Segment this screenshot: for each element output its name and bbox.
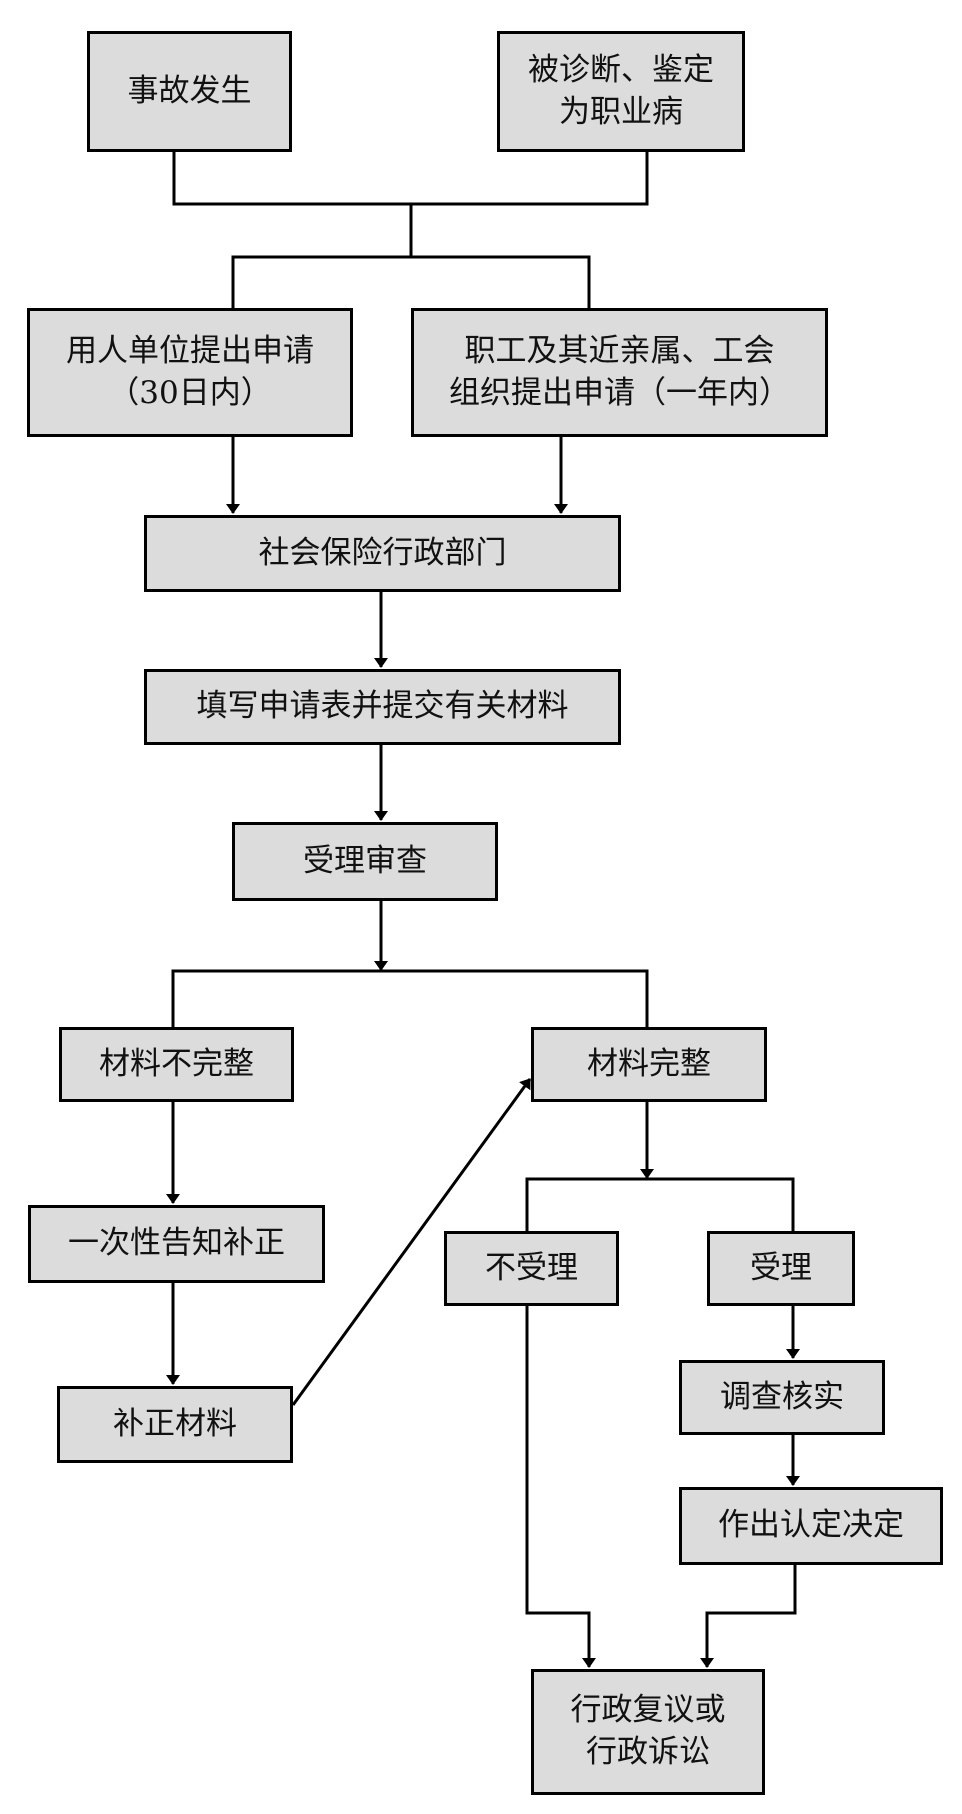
node-label: 受理审查 (303, 842, 427, 879)
node-incomplete: 材料不完整 (59, 1027, 294, 1102)
node-label: 不受理 (485, 1249, 578, 1286)
node-diagnosed: 被诊断、鉴定 为职业病 (497, 31, 745, 152)
node-label: 组织提出申请（一年内） (449, 374, 790, 411)
node-review: 受理审查 (232, 822, 498, 901)
node-worker-apply: 职工及其近亲属、工会 组织提出申请（一年内） (411, 308, 828, 437)
node-label: 社会保险行政部门 (258, 534, 507, 571)
node-label: 一次性告知补正 (68, 1225, 285, 1262)
arrow (291, 1078, 532, 1406)
node-label: 为职业病 (559, 93, 683, 130)
node-reject: 不受理 (444, 1231, 619, 1306)
node-label: 用人单位提出申请 (66, 332, 314, 369)
node-supplement: 补正材料 (57, 1386, 293, 1463)
split-line-h (231, 255, 591, 308)
node-label: 填写申请表并提交有关材料 (196, 688, 569, 725)
node-employer-apply: 用人单位提出申请 （30日内） (27, 308, 353, 437)
node-investigate: 调查核实 (679, 1360, 885, 1435)
node-appeal: 行政复议或 行政诉讼 (531, 1669, 765, 1795)
node-accept: 受理 (707, 1231, 855, 1306)
node-label: 作出认定决定 (718, 1507, 904, 1544)
node-complete: 材料完整 (531, 1027, 767, 1102)
node-label: 材料完整 (587, 1045, 711, 1082)
node-label: 职工及其近亲属、工会 (464, 332, 775, 369)
arrow (700, 1565, 797, 1668)
review-split (171, 969, 649, 1027)
node-label: 补正材料 (113, 1405, 237, 1442)
node-label: 行政复议或 (570, 1692, 726, 1729)
node-label: 调查核实 (720, 1378, 844, 1415)
node-fill-form: 填写申请表并提交有关材料 (144, 669, 621, 745)
node-social-insurance: 社会保险行政部门 (144, 515, 621, 592)
node-label: （30日内） (108, 374, 272, 411)
arrow (525, 1306, 596, 1668)
node-decision: 作出认定决定 (679, 1487, 943, 1565)
complete-split (525, 1177, 795, 1231)
node-accident: 事故发生 (87, 31, 292, 152)
node-label: 被诊断、鉴定 (528, 51, 714, 88)
merge-line (172, 152, 649, 206)
node-label: 受理 (750, 1249, 812, 1286)
node-label: 事故发生 (127, 72, 252, 109)
node-label: 材料不完整 (99, 1045, 254, 1082)
node-label: 行政诉讼 (586, 1734, 710, 1770)
node-notify: 一次性告知补正 (28, 1205, 325, 1283)
